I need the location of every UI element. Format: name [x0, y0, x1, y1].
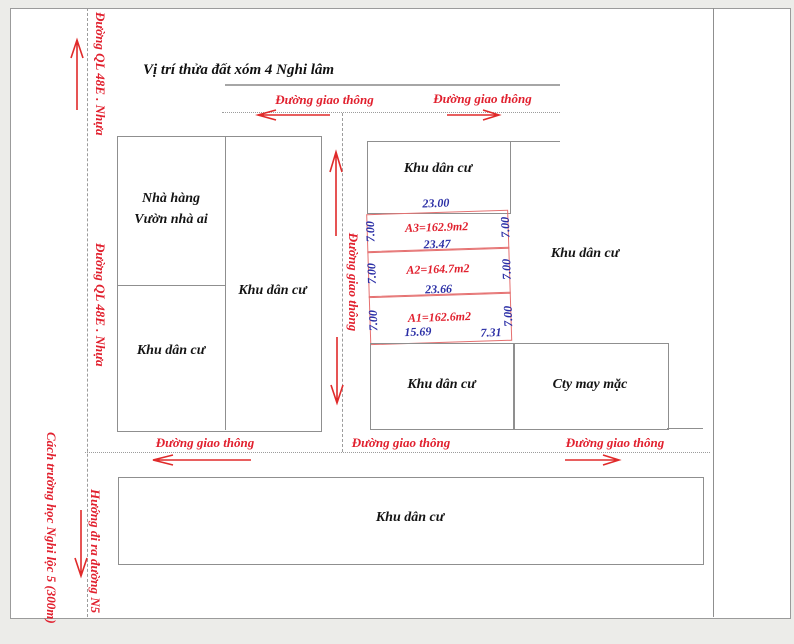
arrow-left-icon [250, 108, 332, 122]
left-block-divider [225, 136, 226, 430]
road-center-line [342, 113, 343, 452]
dim-a2-left: 7.00 [364, 262, 379, 285]
dim-a1-bottom-left: 15.69 [404, 324, 432, 340]
area-left-lower-label: Khu dân cư [136, 343, 206, 358]
road-bottom-left-label: Đường giao thông [155, 435, 255, 450]
left-block-outline [117, 136, 322, 432]
road-bottom-line [85, 452, 710, 453]
top-center-block-outline [367, 141, 511, 214]
road-bottom-middle-label: Đường giao thông [351, 435, 451, 450]
dim-a1-left: 7.00 [365, 309, 381, 332]
arrow-left-icon [145, 453, 253, 467]
map-sheet [10, 8, 791, 619]
bottom-center-block-outline [370, 343, 515, 430]
dim-a3-right: 7.00 [497, 216, 513, 239]
area-garment-company-label: Cty may mặc [552, 377, 628, 392]
top-boundary-segment [509, 141, 560, 142]
road-top-line [222, 112, 560, 113]
page-title: Vị trí thửa đất xóm 4 Nghi lâm [143, 62, 335, 78]
dim-a2-right: 7.00 [499, 258, 514, 281]
road-bottom-right-label: Đường giao thông [565, 435, 665, 450]
area-restaurant-label2: Vườn nhà ai [134, 212, 208, 227]
arrow-down-icon [329, 335, 345, 409]
area-top-center-label: Khu dân cư [403, 161, 473, 176]
area-left-inner-label: Khu dân cư [238, 283, 307, 298]
sheet-divider-line [713, 8, 714, 617]
arrow-up-icon [69, 34, 85, 112]
road-top-right-label: Đường giao thông [433, 91, 532, 106]
dim-top-width: 23.00 [422, 195, 450, 211]
road-ql48e-line [87, 8, 88, 617]
bottom-band-outline [118, 477, 704, 565]
road-ql48e-upper-label: Đường QL 48E . Nhựa [93, 12, 108, 136]
area-right-side-label: Khu dân cư [550, 246, 620, 261]
plot-group: 23.00 A3=162.9m2 23.47 A2=164.7m2 23.66 … [361, 194, 516, 349]
dim-a3-left: 7.00 [362, 220, 378, 243]
garment-company-outline [513, 343, 669, 430]
title-underline [225, 84, 560, 86]
arrow-down-icon [73, 508, 89, 582]
road-center-label: Đường giao thông [346, 232, 361, 332]
n5-direction-label: Hướng đi ra đường N5 [88, 489, 103, 614]
road-top-left-label: Đường giao thông [275, 92, 374, 107]
dim-a1-right: 7.00 [500, 305, 516, 328]
arrow-up-icon [328, 146, 344, 238]
road-ql48e-lower-label: Đường QL 48E . Nhựa [93, 243, 108, 367]
arrow-right-icon [445, 108, 507, 122]
area-bottom-band-label: Khu dân cư [375, 510, 445, 525]
area-restaurant-label: Nhà hàng [142, 191, 200, 206]
left-block-hdivider [117, 285, 225, 286]
bottom-boundary-segment [667, 428, 703, 429]
school-distance-label: Cách trường học Nghi lộc 5 (300m) [44, 432, 59, 624]
area-bottom-center-label: Khu dân cư [407, 377, 476, 392]
arrow-right-icon [563, 453, 627, 467]
